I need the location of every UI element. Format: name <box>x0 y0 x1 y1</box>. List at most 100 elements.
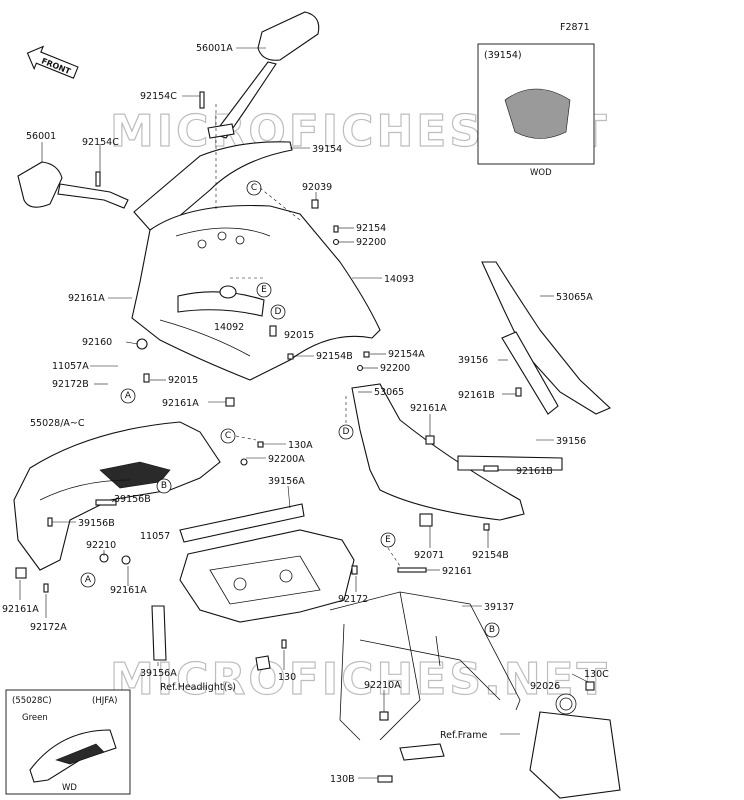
label-92015-a: 92015 <box>284 330 314 341</box>
label-56001: 56001 <box>26 131 56 142</box>
callout-a-1: A <box>120 388 136 404</box>
label-92154B-b: 92154B <box>472 550 509 561</box>
label-92161B-b: 92161B <box>516 466 553 477</box>
side-cover-53065A <box>481 261 611 415</box>
callout-d-2: D <box>338 424 354 440</box>
cowl-inset: (55028C) (HJFA) Green WD <box>5 689 131 795</box>
label-39156B-a: 39156B <box>114 494 151 505</box>
cowl-inset-color: Green <box>22 713 48 723</box>
windshield-tinted-shape <box>504 88 571 139</box>
label-92161A-b: 92161A <box>162 398 199 409</box>
cowl-inset-caption: WD <box>62 783 77 793</box>
callout-c-2: C <box>220 428 236 444</box>
label-92154B-a: 92154B <box>316 351 353 362</box>
label-92200A: 92200A <box>268 454 305 465</box>
label-92039: 92039 <box>302 182 332 193</box>
label-92172A: 92172A <box>30 622 67 633</box>
label-92154C-b: 92154C <box>82 137 119 148</box>
callout-b-1: B <box>156 478 172 494</box>
label-130: 130 <box>278 672 296 683</box>
grommet-14092 <box>219 285 237 299</box>
label-92160: 92160 <box>82 337 112 348</box>
windshield-inset-title: (39154) <box>484 50 522 61</box>
frame-ref <box>529 693 621 799</box>
label-11057: 11057 <box>140 531 170 542</box>
label-130A: 130A <box>288 440 313 451</box>
headlight-assembly <box>179 529 355 671</box>
label-39156A-b: 39156A <box>140 668 177 679</box>
label-130B: 130B <box>330 774 355 785</box>
label-92154A: 92154A <box>388 349 425 360</box>
label-92015-b: 92015 <box>168 375 198 386</box>
label-92210: 92210 <box>86 540 116 551</box>
leader-lines <box>19 47 589 779</box>
label-92172: 92172 <box>338 594 368 605</box>
callout-e-1: E <box>256 282 272 298</box>
label-56001A: 56001A <box>196 43 233 54</box>
label-92200-b: 92200 <box>380 363 410 374</box>
svg-text:B: B <box>489 625 495 635</box>
label-130C: 130C <box>584 669 609 680</box>
svg-text:C: C <box>225 431 231 441</box>
label-53065A: 53065A <box>556 292 593 303</box>
label-53065: 53065 <box>374 387 404 398</box>
label-92161A-a: 92161A <box>68 293 105 304</box>
cowl-inset-variant: (HJFA) <box>92 696 117 706</box>
svg-text:D: D <box>275 307 282 317</box>
windshield-inset: (39154) WOD <box>477 43 595 178</box>
svg-text:C: C <box>251 183 257 193</box>
svg-text:A: A <box>85 575 92 585</box>
fasteners <box>15 91 595 783</box>
lower-cowl <box>13 421 221 571</box>
front-arrow-icon: FRONT <box>26 45 79 79</box>
label-92154C-a: 92154C <box>140 91 177 102</box>
label-92210A: 92210A <box>364 680 401 691</box>
label-92071: 92071 <box>414 550 444 561</box>
svg-text:E: E <box>385 535 391 545</box>
svg-text:D: D <box>343 427 350 437</box>
label-ref-frame: Ref.Frame <box>440 730 487 741</box>
windshield <box>133 141 293 231</box>
label-92161B-a: 92161B <box>458 390 495 401</box>
windshield-inset-caption: WOD <box>530 168 552 178</box>
label-39156-b: 39156 <box>556 436 586 447</box>
label-92161A-d: 92161A <box>110 585 147 596</box>
label-92026: 92026 <box>530 681 560 692</box>
callout-b-2: B <box>484 622 500 638</box>
strip-39156-upper <box>501 331 559 415</box>
label-14092: 14092 <box>214 322 244 333</box>
svg-text:A: A <box>125 391 132 401</box>
label-92161: 92161 <box>442 566 472 577</box>
callout-d-1: D <box>270 304 286 320</box>
callout-e-2: E <box>380 532 396 548</box>
upper-cowl <box>131 205 381 381</box>
callout-a-2: A <box>80 572 96 588</box>
figure-id: F2871 <box>560 22 590 33</box>
label-39137: 39137 <box>484 602 514 613</box>
label-ref-headlight: Ref.Headlight(s) <box>160 682 236 693</box>
label-92161A-c: 92161A <box>410 403 447 414</box>
mirror-right <box>207 11 320 139</box>
label-92172B: 92172B <box>52 379 89 390</box>
mirror-left <box>17 161 129 209</box>
svg-text:E: E <box>261 285 267 295</box>
label-92200: 92200 <box>356 237 386 248</box>
strip-39156A-lower <box>151 605 167 661</box>
label-39156B-b: 39156B <box>78 518 115 529</box>
cowl-inset-title: (55028C) <box>12 696 52 706</box>
label-92161A-e: 92161A <box>2 604 39 615</box>
strip-39156A <box>179 503 305 543</box>
label-92154: 92154 <box>356 223 386 234</box>
svg-text:B: B <box>161 481 167 491</box>
watermark-bottom: MICROFICHES.NET <box>110 654 610 705</box>
label-39156A: 39156A <box>268 476 305 487</box>
callout-c-1: C <box>246 180 262 196</box>
frame-bracket <box>329 591 521 761</box>
label-55028: 55028/A~C <box>30 418 85 429</box>
label-11057A: 11057A <box>52 361 89 372</box>
side-cover-53065 <box>351 383 525 521</box>
label-39154: 39154 <box>312 144 342 155</box>
label-39156-a: 39156 <box>458 355 488 366</box>
label-14093: 14093 <box>384 274 414 285</box>
